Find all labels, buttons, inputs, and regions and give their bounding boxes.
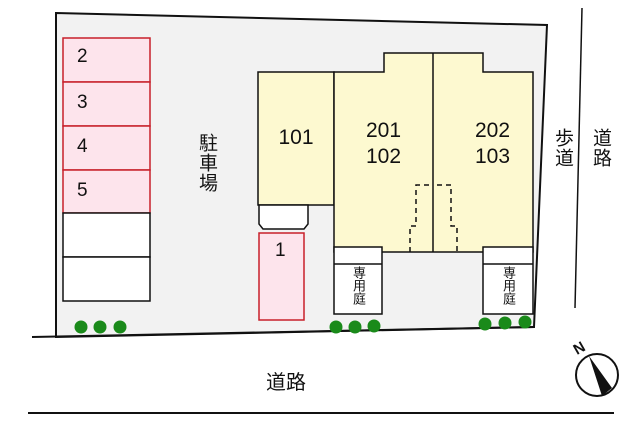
parking-lot-label: 駐車場 bbox=[196, 133, 218, 193]
parking-space-4: 4 bbox=[77, 136, 88, 157]
unit-number: 101 bbox=[278, 126, 314, 149]
compass-icon bbox=[575, 353, 619, 397]
unit-101-porch bbox=[258, 204, 309, 230]
unit-number: 103 bbox=[474, 145, 511, 168]
private-garden-left-label: 専用庭 bbox=[350, 266, 365, 305]
stair-outline bbox=[409, 184, 458, 252]
parking-space-3: 3 bbox=[77, 92, 88, 113]
parking-space-2: 2 bbox=[77, 46, 88, 67]
unit-number: 102 bbox=[365, 145, 402, 168]
garden-left bbox=[333, 246, 383, 315]
parking-space-1: 1 bbox=[275, 240, 286, 261]
parking-space-1-block bbox=[258, 232, 305, 321]
road-bottom-label: 道路 bbox=[266, 370, 306, 394]
trees bbox=[74, 315, 532, 334]
unit-number: 202 bbox=[474, 119, 511, 142]
unit-202-103-label: 202 103 bbox=[443, 118, 542, 170]
road-edge-top bbox=[31, 326, 535, 338]
unit-101-block bbox=[257, 71, 335, 206]
garden-right bbox=[482, 246, 534, 315]
road-right-label: 道路 bbox=[590, 128, 612, 168]
parking-space-5: 5 bbox=[77, 180, 88, 201]
sidewalk-label: 歩道 bbox=[552, 128, 574, 168]
unit-number: 201 bbox=[365, 119, 402, 142]
unit-201-102-label: 201 102 bbox=[334, 118, 433, 170]
parking-column bbox=[62, 37, 151, 302]
unit-101-label: 101 bbox=[258, 125, 334, 151]
sidewalk-edge bbox=[574, 7, 583, 309]
private-garden-right-label: 専用庭 bbox=[500, 266, 515, 305]
